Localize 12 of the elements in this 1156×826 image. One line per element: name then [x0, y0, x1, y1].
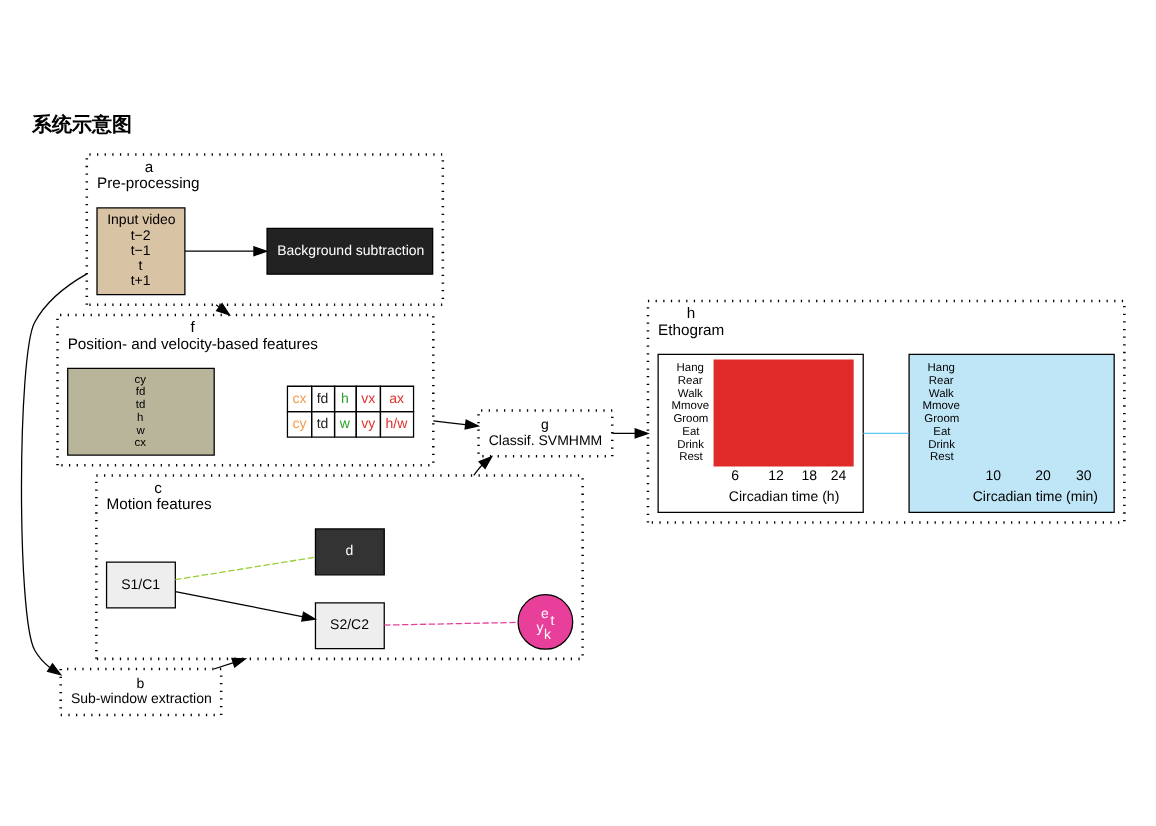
arrow	[432, 419, 481, 430]
arrow	[612, 428, 650, 439]
arrow	[20, 273, 88, 676]
arrow	[174, 590, 318, 622]
diagram-title: 系统示意图	[31, 115, 132, 138]
arrow	[473, 455, 494, 477]
arrow	[184, 245, 269, 257]
connector	[383, 621, 519, 626]
arrow	[215, 302, 231, 317]
arrow	[213, 657, 248, 670]
connector	[862, 432, 910, 434]
connector	[174, 556, 316, 581]
